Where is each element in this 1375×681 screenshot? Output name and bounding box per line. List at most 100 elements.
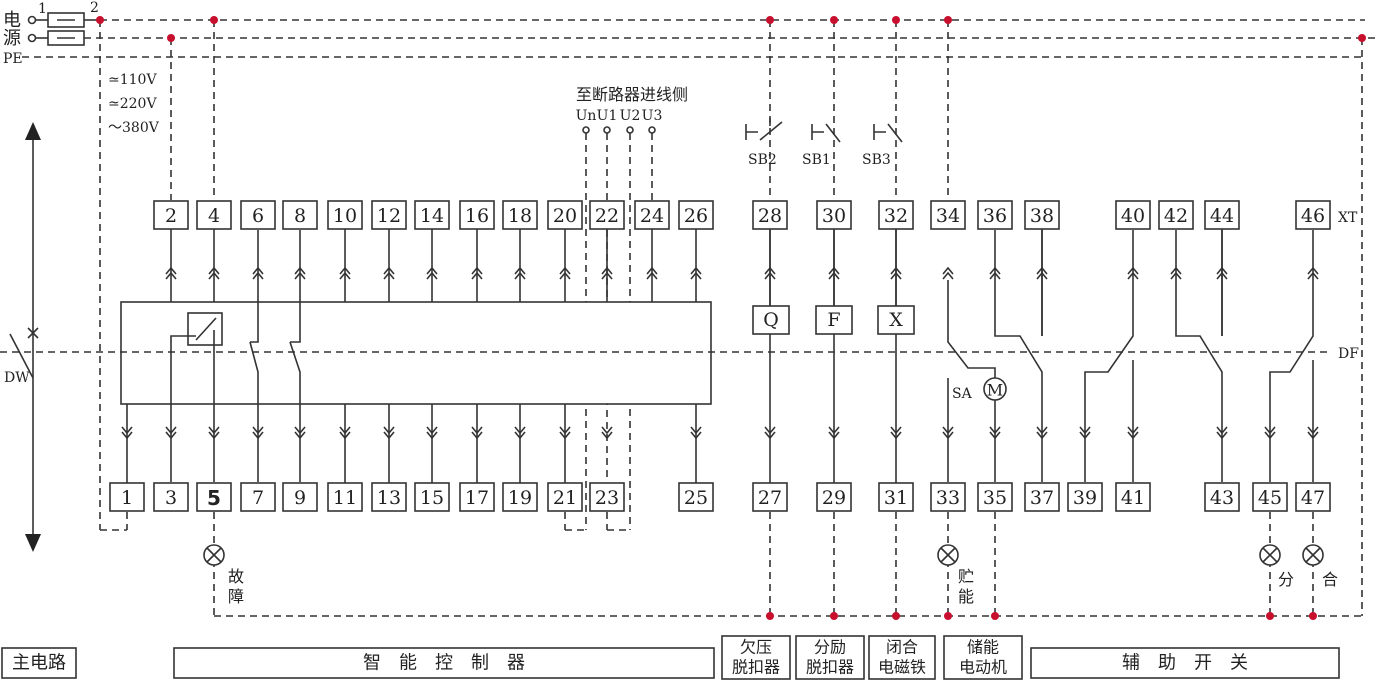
terminal-21: 21 [547,482,583,512]
terminal-label: 29 [822,487,846,509]
terminal-label: 18 [508,205,532,227]
terminal-label: 7 [252,487,264,509]
terminal-3: 3 [153,482,189,512]
terminal-46: 46 [1295,200,1331,230]
terminal-label: 25 [684,487,708,509]
supply-rails: 电 源 PE 1 2 ≃110V ≃220V ～380V [3,0,1375,136]
terminal-5: 5 [196,482,232,512]
terminal-42: 42 [1158,200,1194,230]
df-label: DF [1338,346,1359,362]
terminal-label: 30 [822,205,846,227]
svg-text:分励: 分励 [814,638,846,657]
coil-q: Q [752,305,790,335]
section-undervoltage: 欠压 脱扣器 [721,635,791,680]
phase-u2: U2 [620,108,641,124]
supply-terminal-n [27,33,37,43]
terminal-label: 8 [294,205,306,227]
terminal-9: 9 [282,482,318,512]
svg-text:主电路: 主电路 [12,653,66,674]
terminal-10: 10 [327,200,363,230]
breaker-feed-title: 至断路器进线侧 [576,85,688,104]
xt-label: XT [1338,210,1358,226]
terminal-33: 33 [930,482,966,512]
svg-text:脱扣器: 脱扣器 [732,658,780,677]
terminal-label: 38 [1030,205,1054,227]
dw-label: DW [4,370,30,386]
terminal-45: 45 [1252,482,1288,512]
fuse-pin-2: 2 [90,0,99,16]
terminal-19: 19 [502,482,538,512]
terminal-label: 20 [553,205,577,227]
terminal-label: 31 [884,487,908,509]
terminal-18: 18 [502,200,538,230]
terminal-label: 10 [333,205,357,227]
terminal-26: 26 [678,200,714,230]
open-label: 分 [1278,570,1294,589]
terminal-37: 37 [1024,482,1060,512]
terminal-15: 15 [414,482,450,512]
terminal-label: 26 [684,205,708,227]
terminal-22: 22 [589,200,625,230]
terminal-34: 34 [930,200,966,230]
terminal-label: 42 [1164,205,1188,227]
pushbutton-label-sb3: SB3 [862,152,891,168]
terminal-label: 21 [553,487,577,509]
phase-u1: U1 [597,108,618,124]
terminal-47: 47 [1295,482,1331,512]
fault-label-2: 障 [228,587,244,606]
close-lamp [1302,544,1324,566]
svg-text:电磁铁: 电磁铁 [878,658,926,677]
terminal-label: 45 [1258,487,1282,509]
pushbutton-label-sb2: SB2 [748,152,777,168]
pushbutton-sb2 [745,118,783,141]
pe-label: PE [3,51,23,67]
terminal-36: 36 [977,200,1013,230]
svg-text:X: X [889,309,903,331]
terminal-label: 35 [983,487,1007,509]
terminal-7: 7 [240,482,276,512]
terminal-label: 36 [983,205,1007,227]
voltage-label-1: ≃110V [108,72,157,88]
voltage-label-2: ≃220V [108,96,157,112]
terminal-label: 19 [508,487,532,509]
terminal-23: 23 [589,482,625,512]
terminal-label: 3 [165,487,177,509]
terminal-35: 35 [977,482,1013,512]
terminal-38: 38 [1024,200,1060,230]
terminal-label: 40 [1121,205,1145,227]
terminal-30: 30 [816,200,852,230]
close-label: 合 [1322,570,1338,589]
terminal-label: 32 [884,205,908,227]
terminal-43: 43 [1204,482,1240,512]
pushbutton-label-sb1: SB1 [802,152,831,168]
terminal-13: 13 [371,482,407,512]
svg-text:Q: Q [763,309,779,331]
terminal-label: 44 [1210,205,1234,227]
terminal-14: 14 [414,200,450,230]
terminal-label: 24 [640,205,664,227]
pushbutton-sb1 [811,123,841,143]
terminal-label: 23 [595,487,619,509]
terminal-label: 6 [252,205,264,227]
supply-label-top: 电 [3,10,21,31]
terminal-28: 28 [752,200,788,230]
terminal-label: 47 [1301,487,1325,509]
terminal-20: 20 [547,200,583,230]
section-storage-motor: 储能 电动机 [943,635,1023,680]
motor-switch-label: SA [952,386,973,402]
terminal-label: 13 [377,487,401,509]
terminal-32: 32 [878,200,914,230]
terminal-11: 11 [327,482,363,512]
terminal-label: 37 [1030,487,1054,509]
svg-text:F: F [827,309,840,331]
coil-x: X [877,305,915,335]
storage-label-1: 贮 [958,567,974,586]
terminal-label: 2 [165,205,177,227]
svg-text:脱扣器: 脱扣器 [806,658,854,677]
terminal-29: 29 [816,482,852,512]
pushbutton-sb3 [873,123,903,143]
section-closing: 闭合 电磁铁 [868,635,936,680]
terminal-label: 28 [758,205,782,227]
